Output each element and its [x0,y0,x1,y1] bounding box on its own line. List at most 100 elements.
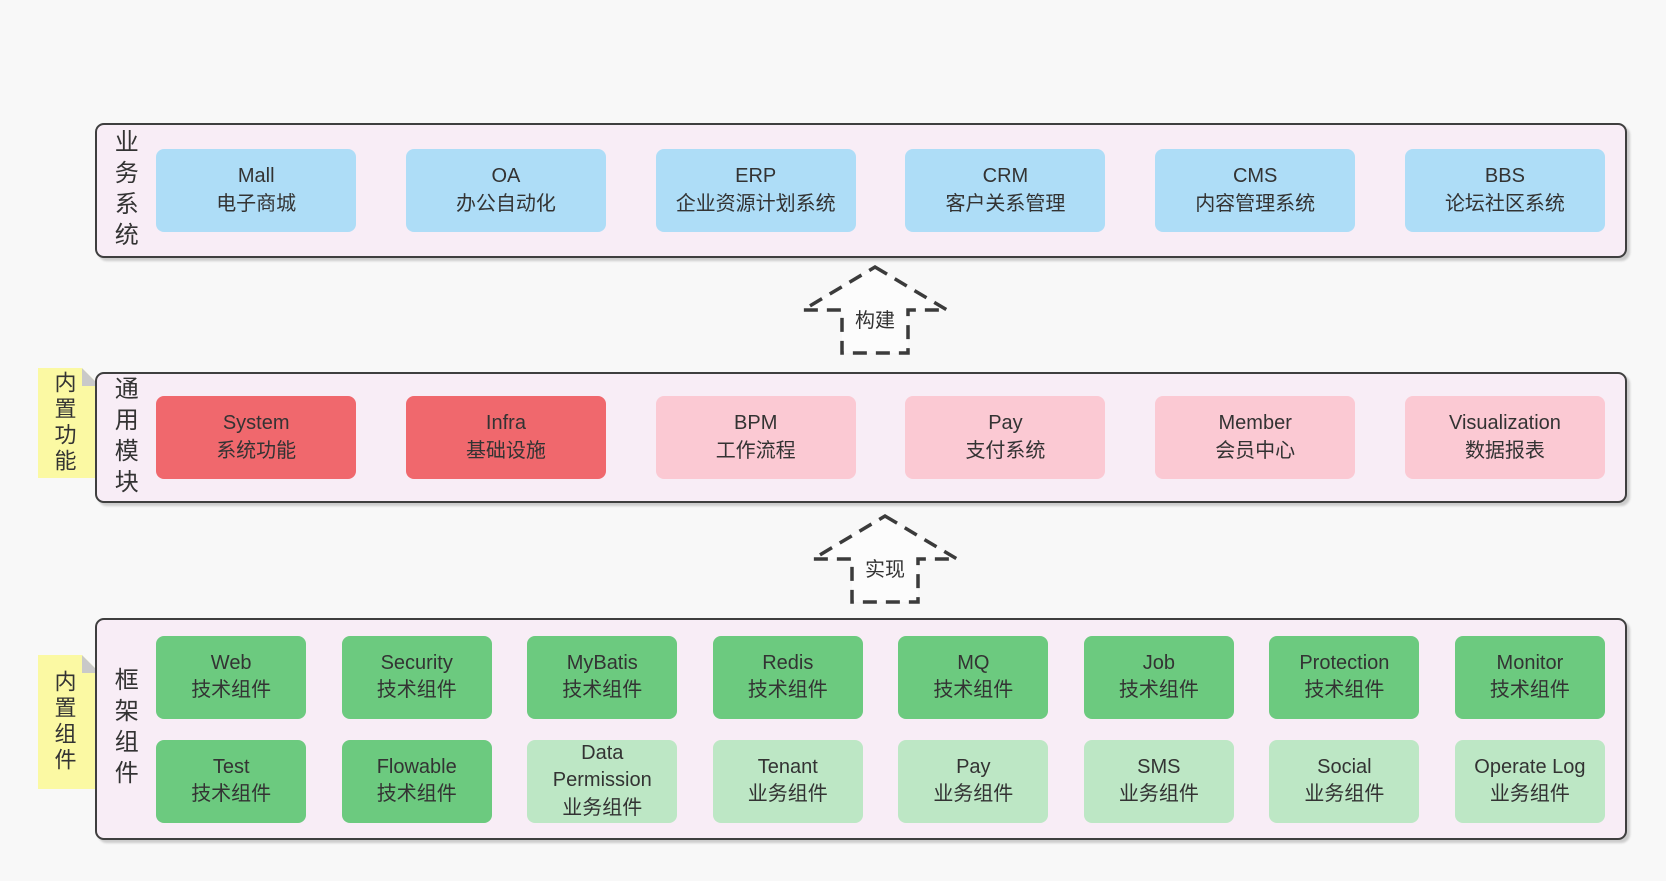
box-title: Protection [1299,651,1390,674]
box-subtitle: 业务组件 [747,783,828,805]
sticky-note-text: 内置功能 [51,371,77,475]
box-title: Visualization [1448,412,1561,435]
box-title: Monitor [1496,651,1564,674]
box-title: Operate Log [1474,755,1586,778]
box-social: Social 业务组件 [1269,739,1420,823]
box-flowable: Flowable 技术组件 [341,739,492,823]
sticky-note-text: 内置组件 [51,670,77,774]
box-mq: MQ 技术组件 [898,635,1049,719]
box-tenant: Tenant 业务组件 [712,739,863,823]
box-monitor: Monitor 技术组件 [1454,635,1605,719]
box-subtitle: 办公自动化 [455,192,556,215]
box-redis: Redis 技术组件 [712,635,863,719]
box-title: Redis [762,651,814,674]
box-title: Pay [956,755,991,778]
box-job: Job 技术组件 [1083,635,1234,719]
box-subtitle: 客户关系管理 [945,192,1066,215]
box-subtitle: 业务组件 [562,796,643,819]
box-title: ERP [735,165,777,188]
box-bbs: BBS 论坛社区系统 [1404,149,1605,232]
box-subtitle: 基础设施 [465,439,546,462]
box-pay-component: Pay 业务组件 [898,739,1049,823]
framework-components-row-2: Test 技术组件 Flowable 技术组件 Data Permission … [156,739,1605,823]
box-protection: Protection 技术组件 [1269,635,1420,719]
box-subtitle: 会员中心 [1215,439,1296,462]
box-oa: OA 办公自动化 [405,149,606,232]
sticky-note-builtin-components: 内置组件 [38,655,100,789]
box-sms: SMS 业务组件 [1083,739,1234,823]
box-visualization: Visualization 数据报表 [1404,396,1605,479]
box-title: CRM [982,165,1029,188]
box-cms: CMS 内容管理系统 [1155,149,1356,232]
block-arrow-up-icon [800,264,950,355]
box-subtitle: 技术组件 [1118,679,1199,701]
box-title: System [222,412,290,435]
layer-framework-components: 框架组件 Web 技术组件 Security 技术组件 MyBatis 技术组件… [95,618,1627,840]
box-subtitle: 技术组件 [191,783,272,805]
box-system: System 系统功能 [156,396,357,479]
common-modules-row: System 系统功能 Infra 基础设施 BPM 工作流程 Pay 支付系统… [156,396,1605,479]
box-bpm: BPM 工作流程 [655,396,856,479]
box-subtitle: 论坛社区系统 [1444,192,1565,215]
box-title: CMS [1232,165,1278,188]
box-subtitle: 系统功能 [216,439,297,462]
arrow-build-label: 构建 [855,310,895,332]
box-subtitle: 技术组件 [933,679,1014,701]
box-crm: CRM 客户关系管理 [905,149,1106,232]
box-subtitle: 技术组件 [376,783,457,805]
box-pay-module: Pay 支付系统 [905,396,1106,479]
framework-components-row-1: Web 技术组件 Security 技术组件 MyBatis 技术组件 Redi… [156,635,1605,719]
box-title: Data Permission [552,742,652,792]
layer-title-business-systems: 业务系统 [110,128,138,253]
box-subtitle: 技术组件 [1304,679,1385,701]
layer-row-container: Mall 电子商城 OA 办公自动化 ERP 企业资源计划系统 CRM 客户关系… [136,149,1625,232]
box-title: Web [210,651,252,674]
box-test: Test 技术组件 [156,739,307,823]
block-arrow-up-icon [810,513,960,604]
box-title: Social [1317,755,1372,778]
arrow-implement: 实现 [810,513,960,605]
layer-business-systems: 业务系统 Mall 电子商城 OA 办公自动化 ERP 企业资源计划系统 CRM… [95,123,1627,258]
sticky-note-builtin-features: 内置功能 [38,368,100,478]
box-title: Security [380,651,453,674]
box-member: Member 会员中心 [1155,396,1356,479]
box-subtitle: 企业资源计划系统 [675,192,836,215]
box-erp: ERP 企业资源计划系统 [655,149,856,232]
box-infra: Infra 基础设施 [405,396,606,479]
box-title: Infra [485,412,526,435]
box-subtitle: 内容管理系统 [1195,192,1316,215]
box-title: Tenant [757,755,818,778]
box-subtitle: 技术组件 [1489,679,1570,701]
box-subtitle: 业务组件 [1304,783,1385,805]
box-title: MQ [957,651,990,674]
arrow-implement-label: 实现 [865,559,905,581]
layer-title-framework-components: 框架组件 [110,667,138,791]
box-subtitle: 技术组件 [191,679,272,701]
box-web: Web 技术组件 [156,635,307,719]
box-title: BBS [1484,165,1525,188]
box-title: BPM [734,412,778,435]
box-title: Member [1218,412,1292,435]
layer-title-common-modules: 通用模块 [110,375,138,500]
business-systems-row: Mall 电子商城 OA 办公自动化 ERP 企业资源计划系统 CRM 客户关系… [156,149,1605,232]
box-subtitle: 技术组件 [562,679,643,701]
box-subtitle: 支付系统 [965,439,1046,462]
box-operate-log: Operate Log 业务组件 [1454,739,1605,823]
box-title: SMS [1137,755,1181,778]
box-mybatis: MyBatis 技术组件 [527,635,678,719]
box-subtitle: 技术组件 [747,679,828,701]
box-subtitle: 技术组件 [376,679,457,701]
box-title: Job [1142,651,1175,674]
box-data-permission: Data Permission 业务组件 [527,739,678,823]
box-title: Pay [988,412,1023,435]
layer-row-container: System 系统功能 Infra 基础设施 BPM 工作流程 Pay 支付系统… [136,396,1625,479]
box-subtitle: 业务组件 [933,783,1014,805]
box-title: Mall [237,165,275,188]
box-title: MyBatis [566,651,638,674]
box-title: OA [491,165,521,188]
box-title: Flowable [376,755,457,778]
arrow-build: 构建 [800,264,950,356]
box-mall: Mall 电子商城 [156,149,357,232]
box-title: Test [212,755,250,778]
box-subtitle: 业务组件 [1118,783,1199,805]
